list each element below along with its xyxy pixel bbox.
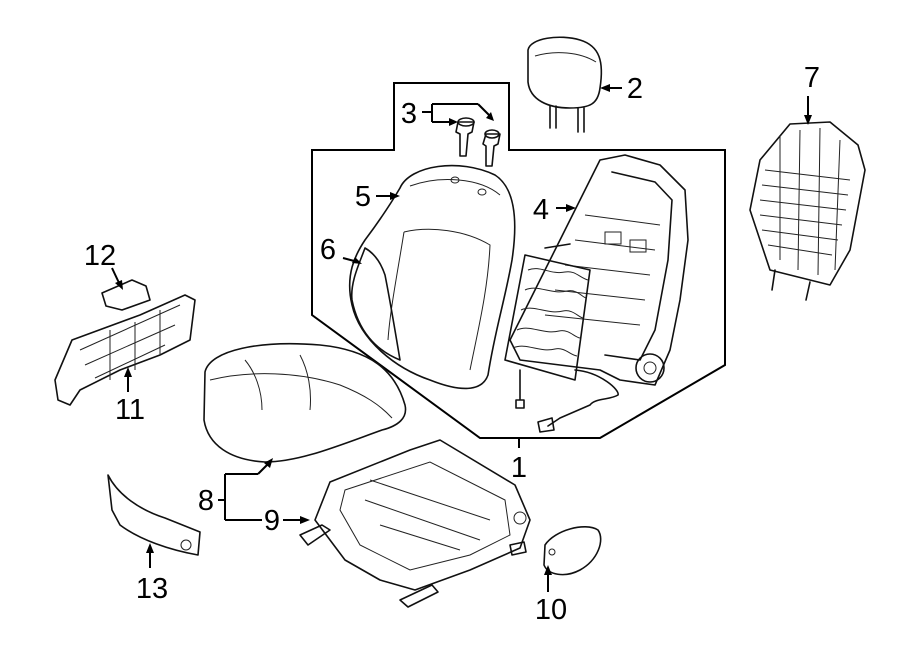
side-shield — [54, 294, 196, 406]
callout-9: 9 — [264, 505, 280, 537]
seat-back-pad — [350, 247, 401, 361]
callout-8: 8 — [198, 485, 214, 517]
callout-13: 13 — [136, 573, 168, 605]
callout-7: 7 — [804, 62, 820, 94]
trim-panel — [107, 474, 201, 556]
callout-4: 4 — [533, 194, 549, 226]
seat-back-assembly-frame — [311, 82, 726, 439]
seat-back-rear-cover — [749, 121, 866, 301]
callout-6: 6 — [320, 234, 336, 266]
shield-knob — [101, 279, 151, 311]
headrest-guides — [455, 117, 501, 167]
callout-1: 1 — [511, 452, 527, 484]
seat-back-frame — [509, 154, 689, 386]
callout-11: 11 — [115, 394, 145, 426]
callout-5: 5 — [355, 181, 371, 213]
headrest — [527, 36, 603, 133]
seat-cushion-frame — [299, 439, 531, 608]
callout-2: 2 — [627, 73, 643, 105]
callout-10: 10 — [535, 594, 567, 626]
callout-12: 12 — [84, 240, 116, 272]
seat-back-cover — [348, 164, 516, 390]
callout-3: 3 — [401, 98, 417, 130]
leader-lines — [111, 84, 812, 592]
seat-cushion-cover — [203, 342, 407, 463]
lumbar-support — [504, 254, 619, 433]
recliner-cover — [543, 526, 602, 576]
